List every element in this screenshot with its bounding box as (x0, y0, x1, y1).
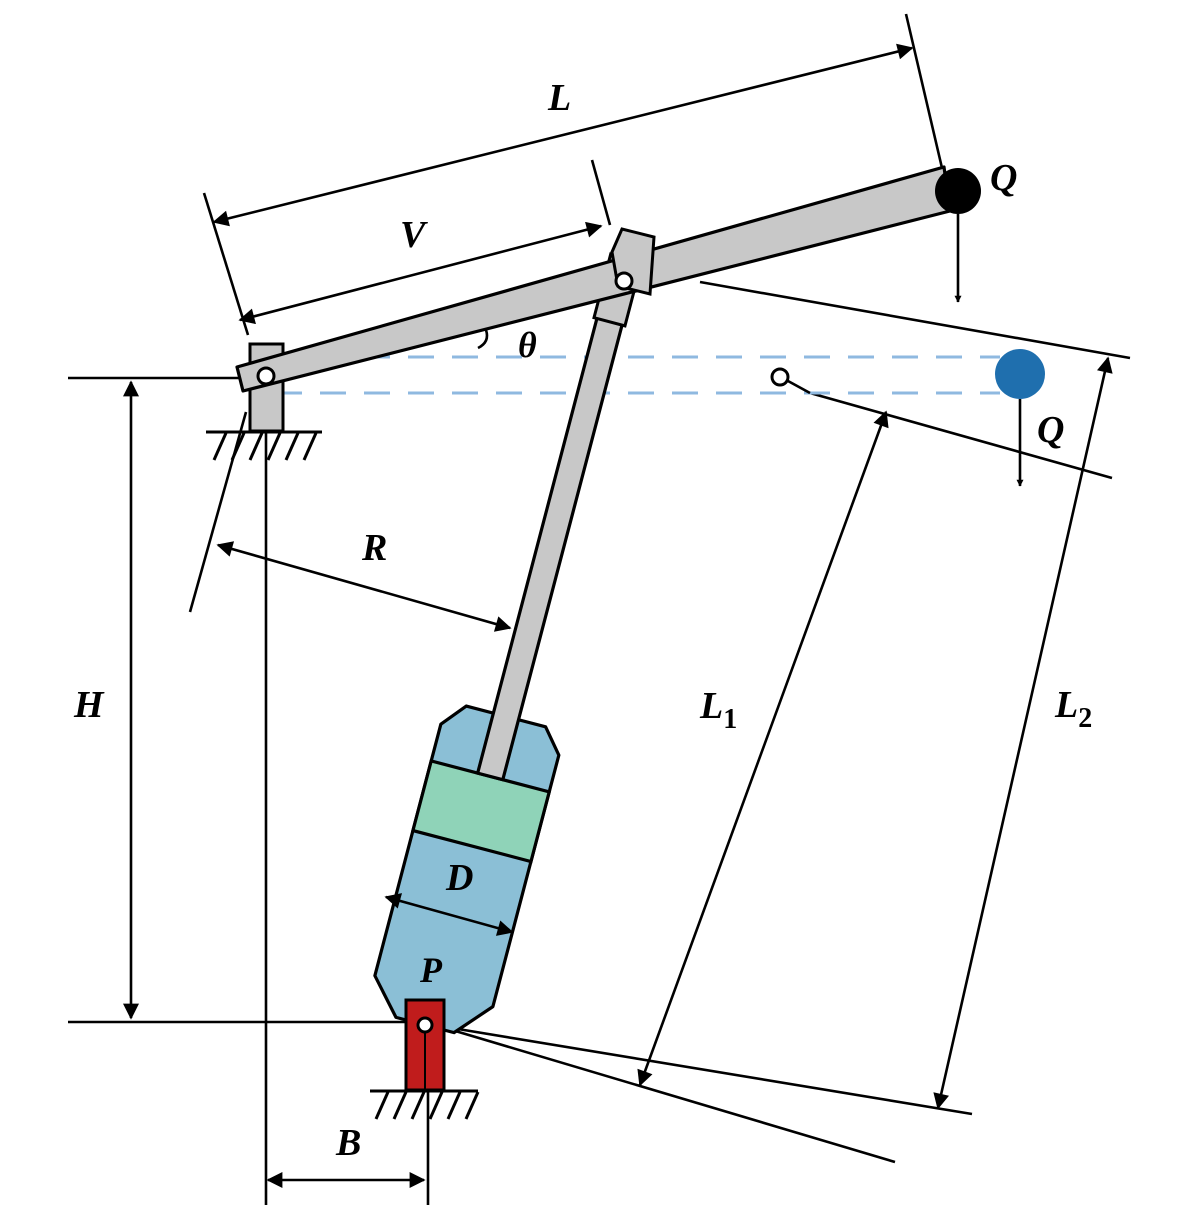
raised-load-group (935, 168, 981, 303)
pivot-ground-hatch (212, 432, 318, 461)
dim-D (384, 893, 514, 936)
label-L1-main: L (699, 685, 723, 727)
label-P: P (419, 950, 443, 990)
lowered-rod-ref (787, 379, 811, 395)
lowered-cylinder-pin (770, 367, 790, 387)
dim-R (216, 541, 512, 632)
labels: L V θ Q Q R H L1 L2 D P B (73, 77, 1092, 1164)
label-Q-top: Q (990, 157, 1017, 199)
theta-arc (477, 329, 489, 350)
label-L2-main: L (1054, 684, 1078, 726)
raised-load (935, 168, 981, 214)
pivot-pin (256, 366, 276, 386)
dim-V-arrow (238, 221, 603, 325)
piston-rod (475, 270, 637, 782)
label-Q-lower: Q (1037, 409, 1064, 451)
label-D: D (445, 857, 473, 899)
label-theta: θ (518, 325, 537, 365)
label-L1: L1 (699, 685, 737, 735)
L1-ref-lower (451, 1028, 896, 1164)
lowered-arm-outline (276, 349, 1045, 487)
label-H: H (73, 684, 105, 726)
dim-L2 (933, 356, 1113, 1110)
L2-ref-upper (699, 280, 1131, 360)
hydraulic-cylinder (373, 252, 644, 1035)
L2-ref-lower (451, 1026, 973, 1116)
dim-L1 (637, 410, 889, 1087)
label-L1-sub: 1 (723, 704, 737, 735)
label-B: B (335, 1122, 361, 1164)
R-ref-line (188, 411, 248, 613)
L1-ref-upper (809, 391, 1113, 480)
dim-L (212, 43, 914, 227)
label-L2-sub: 2 (1078, 703, 1092, 734)
label-L2: L2 (1054, 684, 1092, 734)
arm-normal-right (904, 13, 944, 169)
label-R: R (361, 527, 387, 569)
arm-normal-mid (590, 159, 612, 226)
base-pin (416, 1016, 434, 1034)
dimension-arrows (123, 43, 1113, 1188)
rod-arm-pin (614, 271, 634, 291)
base-support (370, 998, 480, 1120)
lowered-load (995, 349, 1045, 399)
rod-end-front (610, 227, 656, 296)
base-ground-hatch (374, 1091, 480, 1120)
label-V: V (400, 214, 428, 256)
label-L: L (547, 77, 571, 119)
